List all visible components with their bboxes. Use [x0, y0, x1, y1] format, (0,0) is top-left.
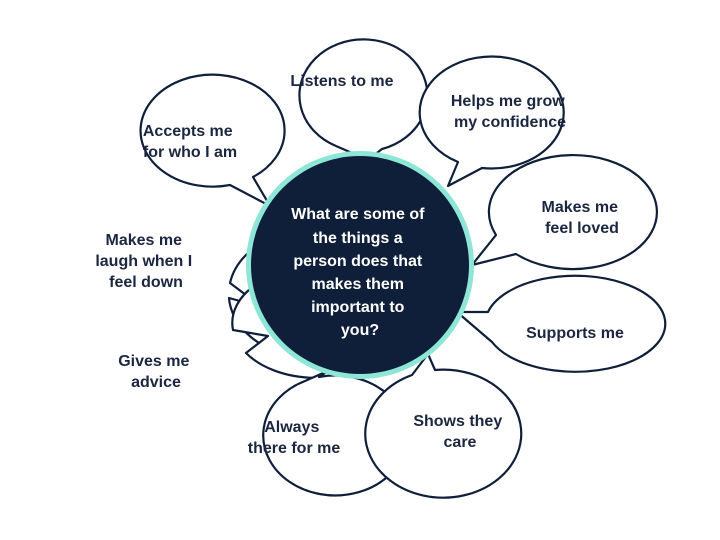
bubble-always-there: Always there for me: [248, 368, 409, 497]
bubble-label: Makes me laugh when I feel down: [95, 232, 196, 291]
bubble-line: Listens to me: [290, 73, 393, 90]
bubble-shows-they-care: Shows they care: [364, 352, 523, 499]
bubble-line: Gives me: [118, 353, 189, 370]
bubble-line: feel loved: [545, 220, 619, 237]
bubble-accepts-me: Accepts me for who I am: [139, 73, 286, 208]
bubble-line: Shows they: [413, 413, 502, 430]
bubble-line: advice: [131, 374, 181, 391]
bubble-line: Makes me: [106, 232, 183, 249]
speech-bubble-shape: [262, 368, 409, 497]
speech-bubble-shape: [298, 38, 429, 162]
speech-bubble-shape: [139, 73, 286, 208]
bubble-line: my confidence: [454, 114, 566, 131]
speech-bubble-shape: [455, 274, 667, 373]
central-circle: [251, 156, 469, 374]
speech-bubble-shape: [418, 55, 565, 188]
speech-bubble-shape: [470, 153, 658, 271]
bubble-label: Shows they care: [413, 413, 506, 451]
bubble-line: care: [444, 434, 477, 451]
bubble-makes-me-feel-loved: Makes me feel loved: [470, 153, 658, 271]
bubble-line: feel down: [109, 274, 183, 291]
central-question-line: person does that: [293, 253, 423, 270]
central-question-line: makes them: [312, 276, 405, 293]
bubble-line: Accepts me: [143, 123, 233, 140]
bubble-helps-me-grow: Helps me grow my confidence: [418, 55, 569, 188]
central-question-line: important to: [311, 299, 405, 316]
bubble-line: Makes me: [542, 199, 619, 216]
bubble-label: Always there for me: [248, 419, 341, 457]
bubble-supports-me: Supports me: [455, 274, 667, 373]
bubble-line: laugh when I: [95, 253, 192, 270]
central-question-line: What are some of: [291, 206, 425, 223]
bubble-line: there for me: [248, 440, 341, 457]
bubble-label: Makes me feel loved: [542, 199, 623, 237]
bubble-label: Accepts me for who I am: [143, 123, 237, 161]
bubble-label: Supports me: [526, 325, 624, 342]
central-question-line: you?: [341, 322, 379, 339]
speech-bubble-shape: [364, 352, 523, 499]
bubble-line: Supports me: [526, 325, 624, 342]
central-question-line: the things a: [313, 230, 403, 247]
central-question: What are some of the things a person doe…: [246, 151, 474, 379]
bubble-label: Gives me advice: [118, 353, 194, 391]
bubble-line: Always: [264, 419, 319, 436]
bubble-listens-to-me: Listens to me: [290, 38, 429, 162]
bubble-label: Listens to me: [290, 73, 393, 90]
bubble-line: Helps me grow: [451, 93, 565, 110]
bubble-label: Helps me grow my confidence: [451, 93, 569, 131]
central-question-text: What are some of the things a person doe…: [291, 206, 429, 339]
bubble-line: for who I am: [143, 144, 237, 161]
